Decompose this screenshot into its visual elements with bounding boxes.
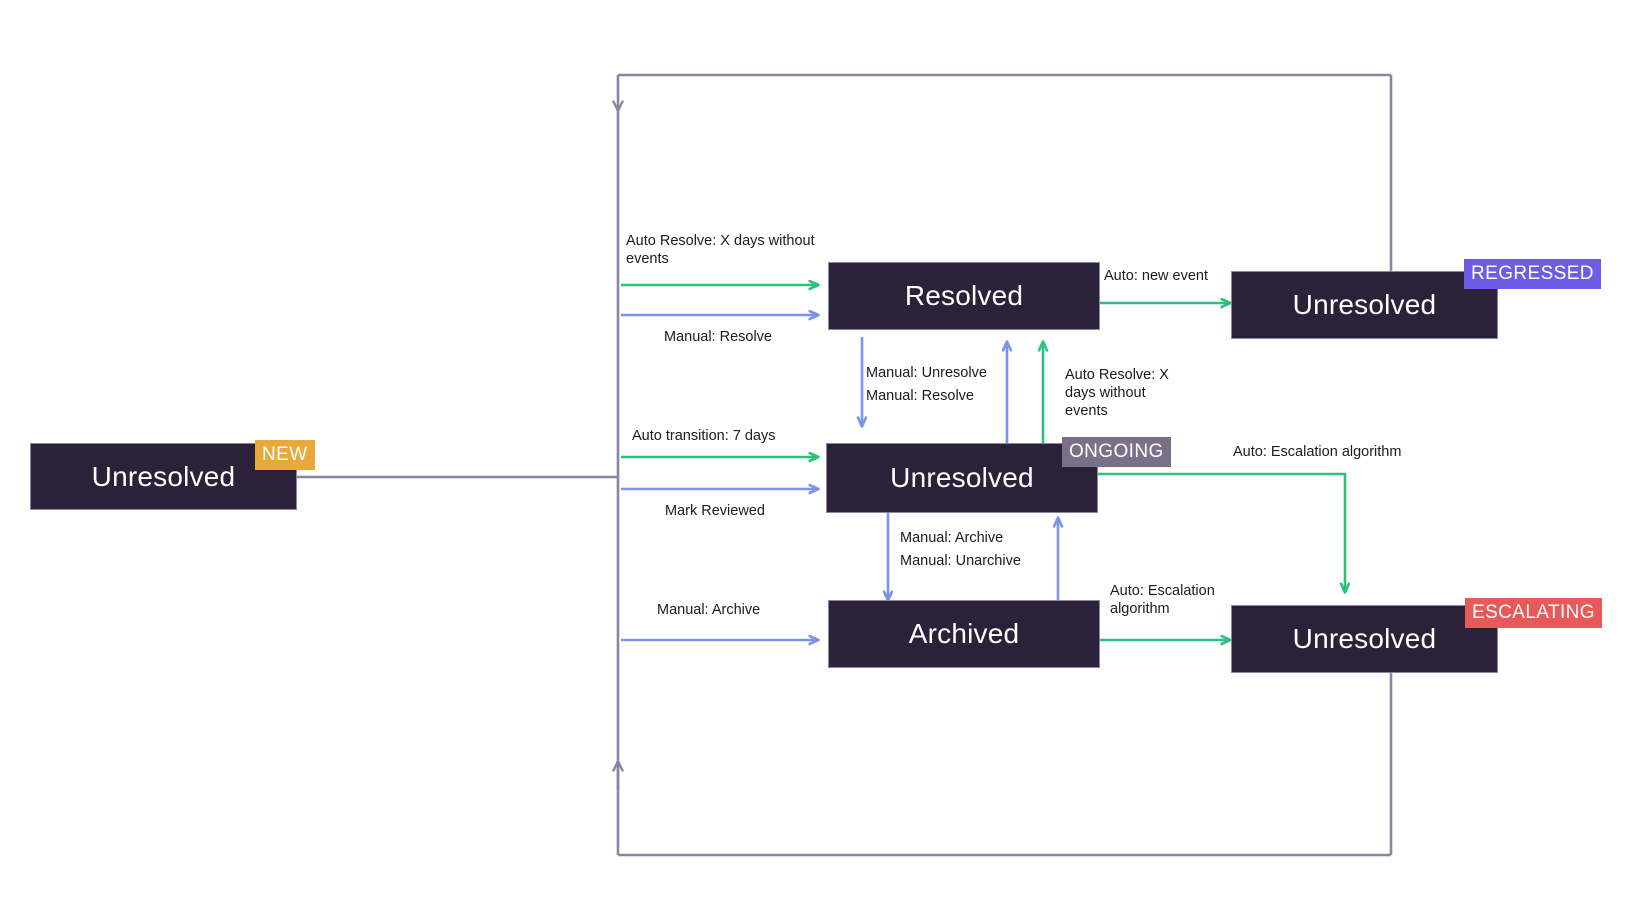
edge-label-auto-new-event: Auto: new event: [1104, 268, 1208, 284]
state-label-escalating: Unresolved: [1292, 623, 1437, 654]
state-box-archived[interactable]: Archived: [828, 600, 1100, 668]
state-box-resolved[interactable]: Resolved: [828, 262, 1100, 330]
status-badge-ongoing-label: ONGOING: [1069, 441, 1164, 462]
status-badge-escalating: ESCALATING: [1465, 598, 1602, 628]
edge-label-auto-escalation-bot: Auto: Escalation algorithm: [1110, 583, 1215, 617]
state-box-regressed[interactable]: Unresolved: [1231, 271, 1498, 339]
edge-label-auto-resolve-mid: Auto Resolve: X days without events: [1065, 367, 1169, 419]
edge-label-auto-escalation-top: Auto: Escalation algorithm: [1233, 444, 1402, 460]
state-label-regressed: Unresolved: [1292, 289, 1437, 320]
status-badge-ongoing: ONGOING: [1062, 437, 1171, 467]
status-badge-regressed-label: REGRESSED: [1471, 263, 1594, 284]
edge-label-auto-transition-7: Auto transition: 7 days: [632, 428, 776, 444]
status-badge-new-label: NEW: [262, 444, 308, 465]
status-badge-escalating-label: ESCALATING: [1472, 602, 1595, 623]
edge-label-auto-resolve-top: Auto Resolve: X days without events: [626, 233, 815, 267]
edge-label-manual-resolve-top: Manual: Resolve: [664, 329, 772, 345]
edge-label-manual-archive-mid: Manual: Archive: [900, 530, 1004, 546]
state-box-ongoing[interactable]: Unresolved: [826, 443, 1098, 513]
state-box-escalating[interactable]: Unresolved: [1231, 605, 1498, 673]
edge-label-manual-archive-bot: Manual: Archive: [657, 602, 761, 618]
state-label-new: Unresolved: [91, 460, 236, 492]
status-badge-regressed: REGRESSED: [1464, 259, 1601, 289]
edge-auto-escalation-top: [1093, 472, 1345, 592]
state-label-archived: Archived: [908, 618, 1020, 649]
edge-label-manual-unarchive: Manual: Unarchive: [900, 553, 1021, 569]
state-box-new[interactable]: Unresolved: [30, 443, 297, 510]
edge-label-manual-unresolve: Manual: Unresolve: [866, 365, 987, 381]
state-label-ongoing: Unresolved: [890, 462, 1034, 493]
state-label-resolved: Resolved: [904, 280, 1024, 311]
edge-label-mark-reviewed: Mark Reviewed: [665, 503, 765, 519]
edge-label-manual-resolve-mid: Manual: Resolve: [866, 388, 974, 404]
status-badge-new: NEW: [255, 440, 315, 470]
